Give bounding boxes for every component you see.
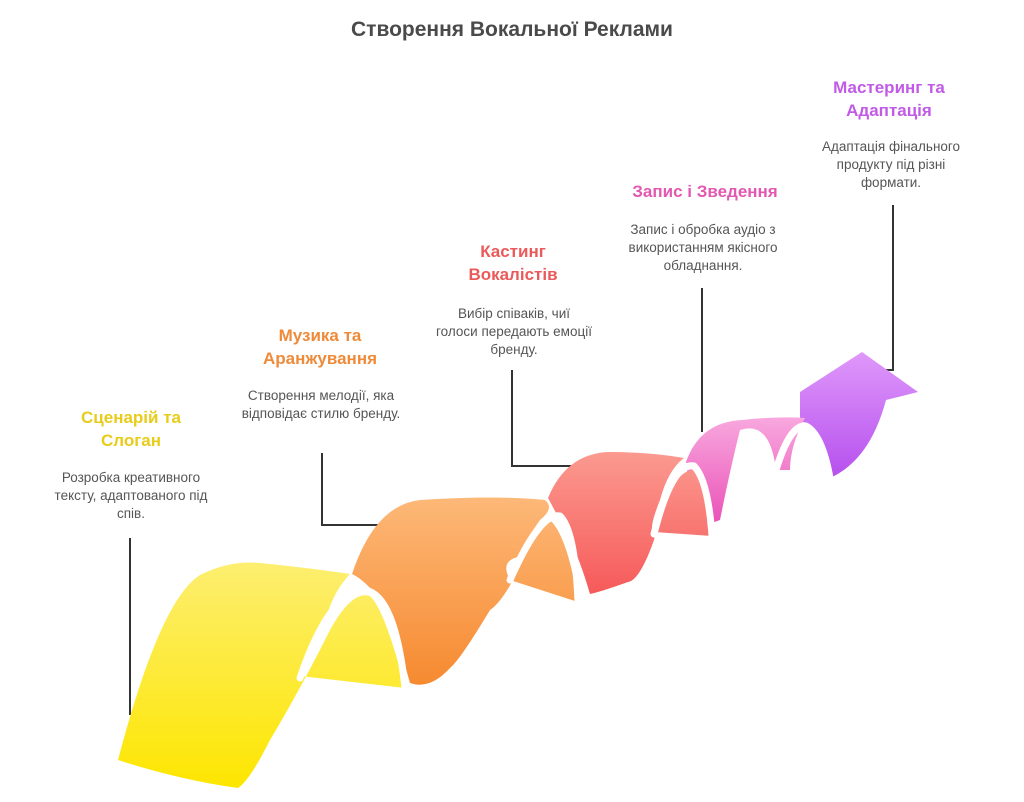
connector-line-2	[321, 453, 392, 526]
step-4-desc: Запис і обробка аудіо з використанням як…	[628, 222, 778, 273]
step-5-title: Мастеринг та Адаптація	[833, 78, 945, 120]
connector-line-5	[860, 205, 894, 371]
step-2-desc: Створення мелодії, яка відповідає стилю …	[241, 388, 401, 421]
connector-line-3	[511, 370, 580, 467]
ribbon-segment-3	[548, 452, 712, 594]
ribbon-gap-4	[772, 422, 834, 482]
step-3-desc: Вибір співаків, чиї голоси передають емо…	[436, 306, 592, 357]
step-1-title: Сценарій та Слоган	[81, 408, 181, 450]
ribbon-gap-2	[506, 512, 582, 606]
ribbon-gap-1	[296, 586, 409, 692]
ribbon-arrow	[800, 352, 918, 478]
ribbon-segment-2	[352, 497, 578, 685]
step-1-desc: Розробка креативного тексту, адаптованог…	[54, 470, 208, 521]
step-3-title: Кастинг Вокалістів	[468, 242, 558, 284]
step-5-desc: Адаптація фінального продукту під різні …	[821, 139, 961, 190]
ribbon-segment-4	[686, 417, 805, 524]
ribbon-segment-1	[118, 562, 405, 788]
ribbon-gap-3	[650, 462, 716, 540]
step-2-title: Музика та Аранжування	[262, 326, 378, 368]
step-4-title: Запис і Зведення	[632, 182, 778, 201]
diagram-title: Створення Вокальної Реклами	[351, 18, 673, 41]
